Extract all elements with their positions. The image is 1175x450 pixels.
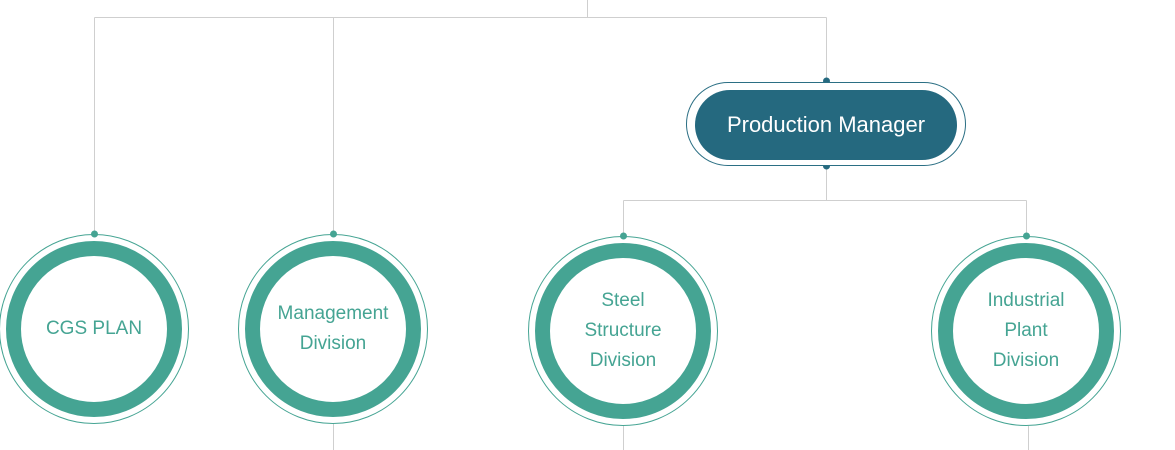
cgs-plan-outer-ring (0, 234, 189, 424)
steel-structure-division-node[interactable]: Steel Structure Division (528, 236, 718, 426)
production-manager-label: Production Manager (726, 112, 926, 137)
steel-structure-division-ring (535, 243, 711, 419)
steel-structure-division-label: Steel Structure Division (584, 290, 662, 371)
management-division-node[interactable]: Management Division (238, 234, 428, 424)
management-division-outer-ring (238, 234, 428, 424)
industrial-plant-division-outer-ring (931, 236, 1121, 426)
steel-structure-division-outer-ring (528, 236, 718, 426)
management-division-label: Management Division (277, 303, 389, 354)
production-manager-node[interactable]: Production Manager (695, 90, 957, 160)
cgs-plan-label: CGS PLAN (45, 318, 143, 339)
industrial-plant-division-node[interactable]: Industrial Plant Division (931, 236, 1121, 426)
industrial-plant-division-label: Industrial Plant Division (987, 290, 1065, 371)
cgs-plan-node[interactable]: CGS PLAN (0, 234, 189, 424)
